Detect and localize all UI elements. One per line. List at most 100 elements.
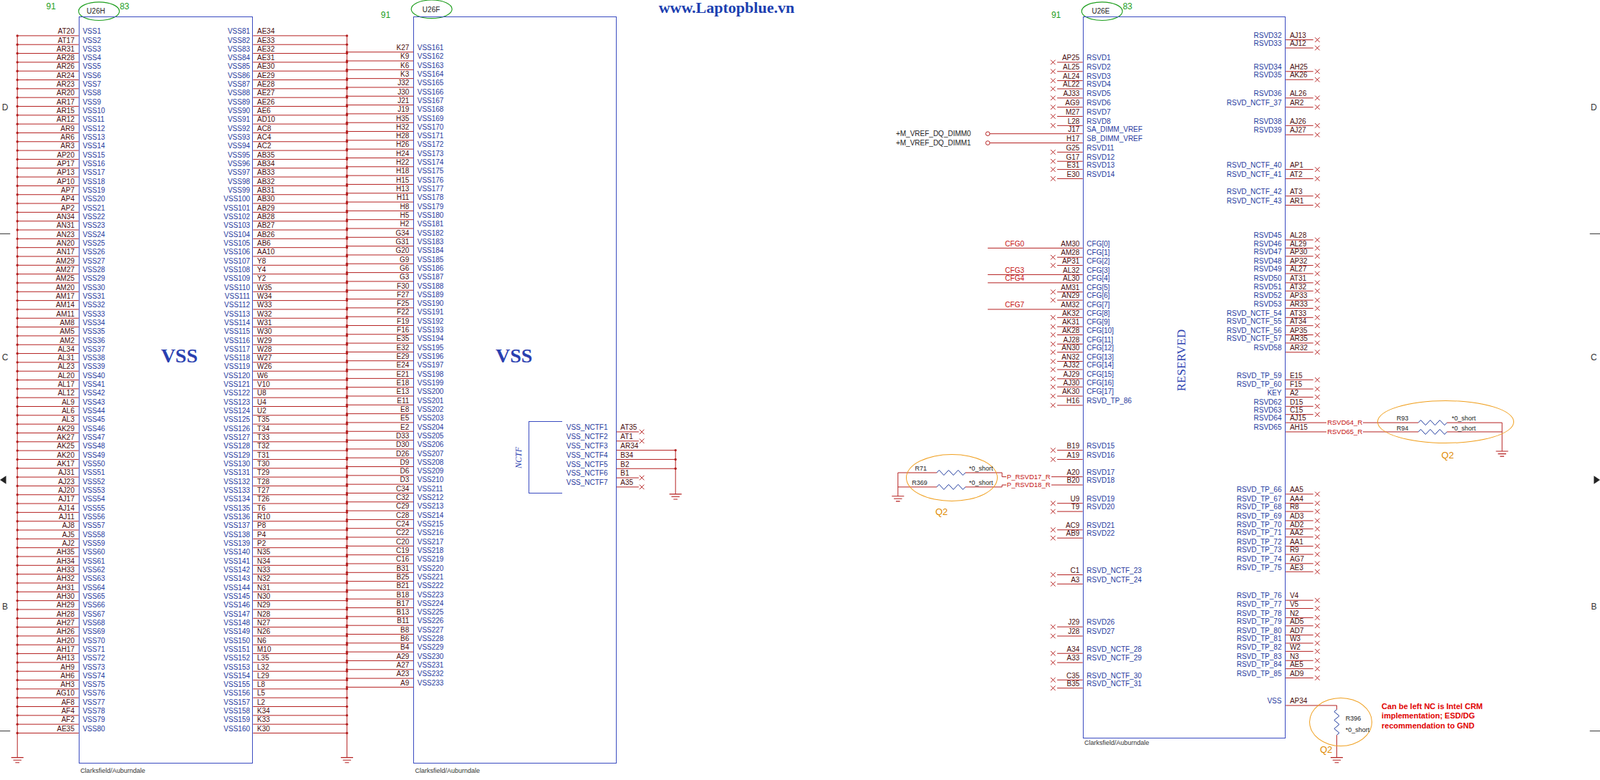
wire bbox=[17, 618, 79, 619]
pin-number: N3 bbox=[1289, 653, 1300, 661]
no-connect-mark bbox=[1050, 456, 1056, 462]
pin-name: RSVD48 bbox=[1254, 257, 1283, 265]
pin-number: E32 bbox=[396, 344, 410, 352]
pin-name: RSVD_TP_66 bbox=[1236, 486, 1283, 494]
pin-name: VSS199 bbox=[417, 379, 445, 387]
resistor-value: *0_short bbox=[1451, 425, 1477, 432]
wire bbox=[1285, 125, 1313, 127]
pin-name: VSS98 bbox=[227, 178, 250, 186]
no-connect-mark bbox=[1050, 289, 1056, 295]
pin-number: AF8 bbox=[61, 699, 75, 707]
pin-number: C35 bbox=[1066, 672, 1080, 680]
frame-tick bbox=[0, 730, 11, 732]
pin-name: VSS_NCTF1 bbox=[566, 423, 609, 432]
pin-number: AJ15 bbox=[1289, 414, 1307, 422]
pin-name: VSS166 bbox=[417, 88, 445, 96]
wire bbox=[252, 467, 347, 469]
resistor-value: *0_short bbox=[1451, 414, 1477, 422]
pin-name: VSS228 bbox=[417, 635, 445, 643]
pin-number: AN32 bbox=[1061, 353, 1080, 361]
pin-name: VSS217 bbox=[417, 538, 445, 546]
pin-number: W28 bbox=[257, 345, 273, 354]
pin-name: VSS61 bbox=[82, 557, 105, 566]
pin-number: AH34 bbox=[56, 557, 75, 566]
wire bbox=[17, 653, 79, 654]
pin-number: E5 bbox=[400, 414, 409, 422]
pin-name: RSVD2 bbox=[1086, 63, 1111, 71]
wire bbox=[17, 344, 79, 346]
pin-number: AJ29 bbox=[1063, 370, 1081, 379]
pin-number: AB6 bbox=[257, 239, 271, 248]
no-connect-mark bbox=[1314, 253, 1320, 259]
pin-name: VSS54 bbox=[82, 495, 105, 503]
pin-number: AM20 bbox=[55, 284, 75, 292]
pin-number: B34 bbox=[620, 451, 634, 460]
pin-name: VSS131 bbox=[223, 469, 250, 477]
pin-name: VSS148 bbox=[223, 619, 250, 627]
pin-number: W3 bbox=[1289, 635, 1301, 643]
pin-number: B20 bbox=[1067, 476, 1081, 485]
pin-name: VSS94 bbox=[227, 142, 250, 150]
pin-name: RSVD_TP_73 bbox=[1236, 546, 1283, 554]
pin-number: N26 bbox=[257, 628, 271, 636]
pin-number: W30 bbox=[257, 328, 273, 336]
no-connect-mark bbox=[1050, 660, 1056, 666]
pin-number: AL25 bbox=[1062, 63, 1080, 71]
pin-name: RSVD20 bbox=[1086, 503, 1115, 511]
pin-number: AL20 bbox=[58, 372, 75, 380]
pin-name: VSS182 bbox=[417, 229, 445, 238]
wire bbox=[1285, 351, 1313, 353]
ground-symbol bbox=[1330, 757, 1343, 763]
pin-number: AE29 bbox=[257, 72, 275, 80]
pin-number: AP17 bbox=[57, 160, 75, 168]
pin-number: L2 bbox=[257, 699, 265, 707]
pin-number: AA1 bbox=[1289, 538, 1304, 546]
pin-name: VSS71 bbox=[82, 646, 105, 654]
pin-number: W27 bbox=[257, 354, 273, 362]
frame-letter: C bbox=[2, 353, 9, 362]
pin-name: VSS32 bbox=[82, 301, 105, 309]
pin-number: AM17 bbox=[55, 292, 75, 301]
wire bbox=[1285, 379, 1313, 381]
pin-name: VSS187 bbox=[417, 273, 445, 281]
wire bbox=[252, 158, 347, 160]
pin-name: CFG[7] bbox=[1086, 301, 1110, 309]
pin-number: AR24 bbox=[56, 72, 75, 80]
pin-name: VSS4 bbox=[82, 54, 101, 62]
pin-name: VSS156 bbox=[223, 689, 250, 697]
sheet-number: 91 bbox=[1051, 10, 1061, 20]
wire bbox=[1285, 325, 1313, 326]
wire bbox=[346, 78, 414, 79]
pin-name: RSVD_TP_74 bbox=[1236, 555, 1283, 563]
pin-name: VSS183 bbox=[417, 238, 445, 246]
pin-number: W32 bbox=[257, 310, 273, 318]
pin-number: AJ28 bbox=[1063, 336, 1081, 344]
wire bbox=[252, 308, 347, 310]
net-name: CFG0 bbox=[1004, 240, 1025, 248]
no-connect-mark bbox=[1314, 518, 1320, 524]
wire bbox=[252, 635, 347, 636]
wire bbox=[252, 203, 347, 205]
wire bbox=[17, 414, 79, 416]
pin-number: H8 bbox=[400, 203, 410, 211]
pin-name: VSS133 bbox=[223, 487, 250, 495]
pin-name: VSS159 bbox=[223, 716, 250, 724]
pin-number: AT31 bbox=[1289, 275, 1307, 283]
pin-name: VSS17 bbox=[82, 169, 105, 177]
pin-number: AE3 bbox=[1289, 564, 1304, 572]
pin-number: A33 bbox=[1067, 654, 1081, 662]
chip-box: VSSClarksfield/AuburndaleNCTF bbox=[413, 16, 617, 764]
pin-number: AT33 bbox=[1289, 310, 1307, 318]
pin-number: A23 bbox=[396, 670, 410, 678]
no-connect-mark bbox=[1314, 132, 1320, 138]
wire bbox=[346, 448, 414, 450]
wire bbox=[252, 714, 347, 716]
pin-number: AR20 bbox=[56, 89, 75, 97]
wire bbox=[1057, 151, 1083, 153]
pin-number: T28 bbox=[257, 478, 270, 486]
no-connect-mark bbox=[1314, 68, 1320, 74]
pin-number: P8 bbox=[257, 522, 266, 530]
pin-number: R9 bbox=[1289, 546, 1300, 554]
pin-number: AL6 bbox=[61, 407, 75, 415]
pin-name: RSVD6 bbox=[1086, 99, 1111, 107]
